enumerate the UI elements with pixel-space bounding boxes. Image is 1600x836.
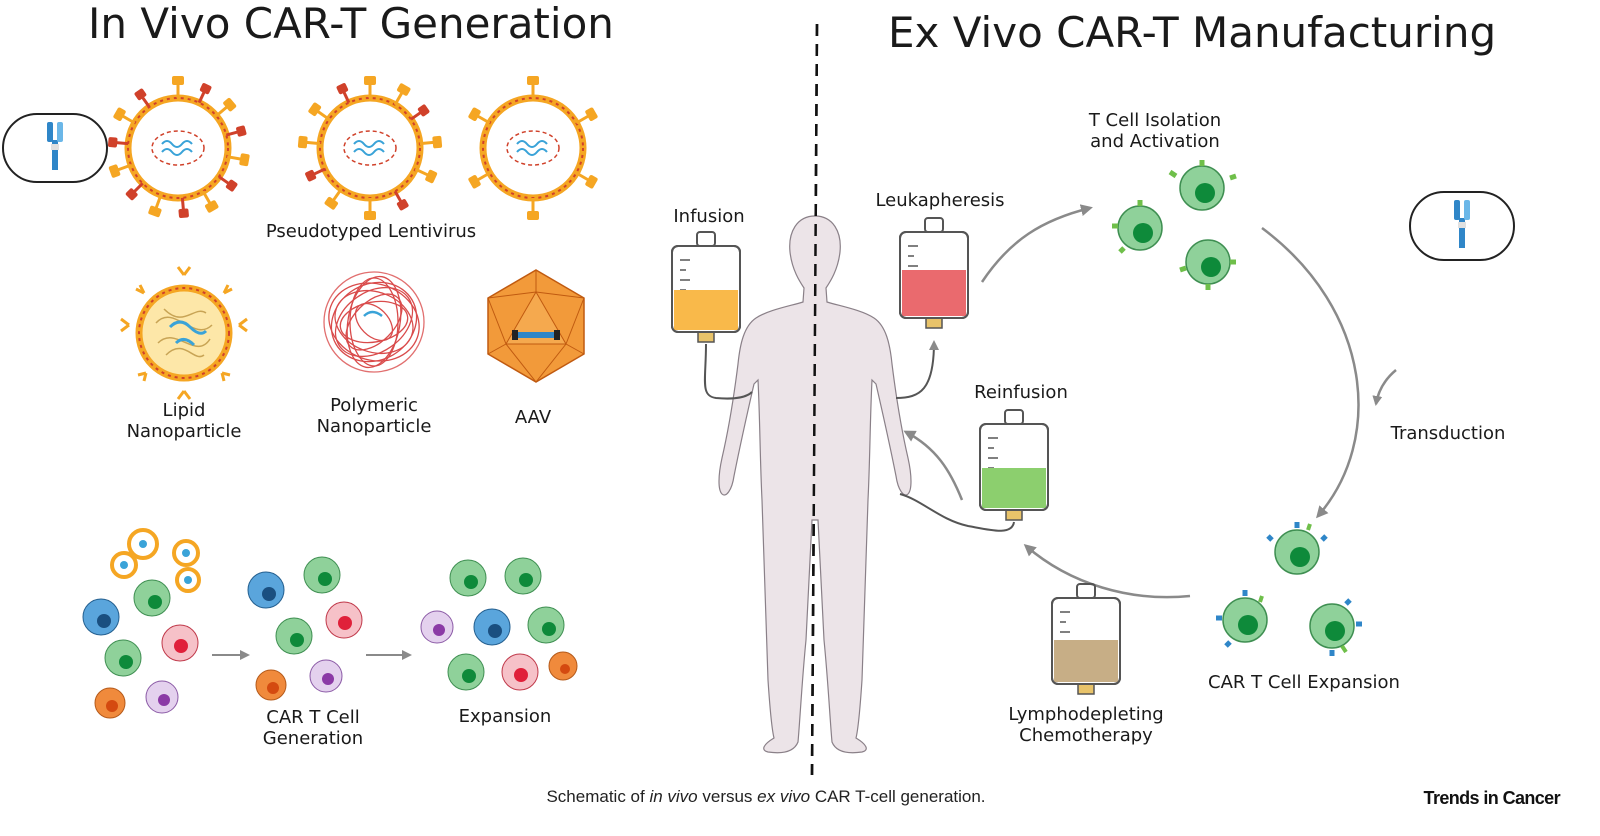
lentivirus-1 <box>106 74 252 220</box>
arrow-transduction-small <box>1372 369 1397 406</box>
caption-in-vivo: in vivo <box>649 787 697 806</box>
cell-cluster-initial <box>82 528 201 719</box>
reinfusion-label: Reinfusion <box>974 382 1068 403</box>
chemotherapy-bag-icon <box>1051 583 1121 695</box>
aav-icon <box>487 269 585 383</box>
polymeric-label-line1: Polymeric <box>330 395 418 416</box>
caption-pre: Schematic of <box>546 787 649 806</box>
arrow-to-isolation <box>980 204 1093 283</box>
transduction-label: Transduction <box>1390 423 1506 444</box>
polymeric-label-line2: Nanoparticle <box>317 416 432 437</box>
infusion-tube <box>703 343 753 400</box>
leukapheresis-bag-icon <box>899 217 969 329</box>
ex-vivo-title: Ex Vivo CAR-T Manufacturing <box>888 8 1496 57</box>
leukapheresis-tube <box>895 340 939 399</box>
reinfusion-tube <box>899 493 1015 532</box>
lipid-label-line2: Nanoparticle <box>127 421 242 442</box>
generation-label-line1: CAR T Cell <box>266 707 359 728</box>
reinfusion-bag-icon <box>979 409 1049 521</box>
lipid-nanoparticle-icon <box>120 266 248 400</box>
lentivirus-3 <box>466 74 600 222</box>
cell-cluster-expansion <box>420 557 578 691</box>
arrow-to-reinfusion <box>1023 544 1191 599</box>
leukapheresis-label: Leukapheresis <box>875 190 1004 211</box>
infusion-label: Infusion <box>673 206 744 227</box>
car-construct-pill-right <box>1409 191 1515 261</box>
divider-line-overlay <box>810 23 819 776</box>
lipid-label-line1: Lipid <box>163 400 206 421</box>
tcell-activation-cluster <box>1112 160 1237 290</box>
infusion-bag-icon <box>671 231 741 343</box>
isolation-label-line1: T Cell Isolation <box>1088 110 1221 131</box>
polymeric-nanoparticle-icon <box>323 271 425 373</box>
cell-cluster-generation <box>247 556 363 701</box>
expansion-label: Expansion <box>459 706 552 727</box>
figure-caption: Schematic of in vivo versus ex vivo CAR … <box>546 787 985 806</box>
isolation-label-line2: and Activation <box>1090 131 1220 152</box>
car-tcell-expansion-cluster <box>1216 522 1362 656</box>
caption-post: CAR T-cell generation. <box>810 787 985 806</box>
car-construct-pill-left <box>2 113 108 183</box>
caption-ex-vivo: ex vivo <box>757 787 810 806</box>
lympho-label-line2: Chemotherapy <box>1019 725 1153 746</box>
aav-label: AAV <box>515 407 552 428</box>
lentivirus-label: Pseudotyped Lentivirus <box>266 221 476 242</box>
brand-logo: Trends in Cancer <box>1424 788 1561 808</box>
lympho-label-line1: Lymphodepleting <box>1008 704 1163 725</box>
in-vivo-title: In Vivo CAR-T Generation <box>88 0 614 48</box>
arrow-reinfusion-to-body <box>903 430 964 501</box>
generation-label-line2: Generation <box>263 728 363 749</box>
car-expansion-label: CAR T Cell Expansion <box>1208 672 1400 693</box>
arrow-transduction-cycle <box>1261 226 1360 519</box>
caption-mid: versus <box>698 787 758 806</box>
lentivirus-2 <box>296 74 444 222</box>
